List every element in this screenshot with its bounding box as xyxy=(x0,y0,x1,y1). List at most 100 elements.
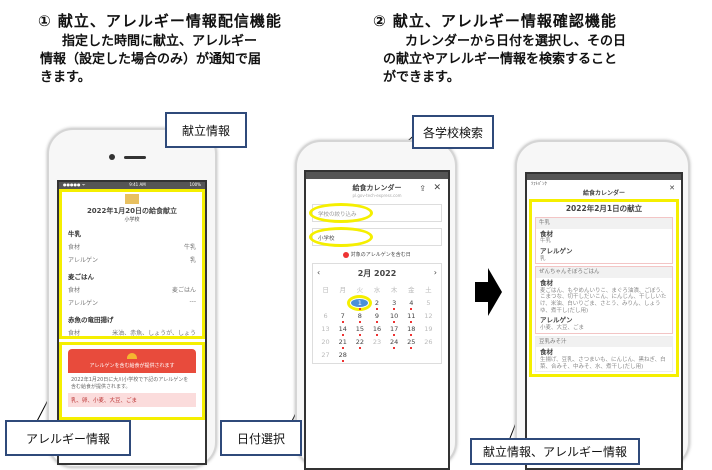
calendar-day[interactable]: 23 xyxy=(372,338,382,346)
callout-menu-allergy-info: 献立情報、アレルギー情報 xyxy=(470,438,640,465)
label: 食材 xyxy=(68,330,81,337)
calendar-day[interactable]: 19 xyxy=(424,325,433,333)
calendar-day[interactable]: 20 xyxy=(321,338,330,346)
ingredients-row: 食材 牛乳 xyxy=(62,240,202,253)
card-title: 牛乳 xyxy=(536,218,672,229)
label: アレルゲン xyxy=(540,246,573,255)
calendar-day[interactable]: 25 xyxy=(403,338,420,349)
url: pl.gov-tech-express.com xyxy=(352,193,402,198)
section2-body: カレンダーから日付を選択し、その日 の献立やアレルギー情報を検索すること ができ… xyxy=(383,33,703,87)
calendar-day[interactable]: 4 xyxy=(403,299,420,310)
calendar-day[interactable]: 17 xyxy=(386,325,403,336)
weekday-label: 火 xyxy=(356,286,364,294)
phone-2-screen: 給食カレンダー pl.gov-tech-express.com ⇪ ✕ 学校の絞… xyxy=(304,170,450,470)
card-title: 豆乳みそ汁 xyxy=(536,336,672,348)
weekday-label: 金 xyxy=(408,286,415,294)
label: 食材 xyxy=(540,278,553,287)
menu-title: 2022年1月20日の給食献立 xyxy=(86,207,178,215)
calendar-day[interactable]: 24 xyxy=(386,338,403,349)
calendar-day[interactable]: 11 xyxy=(403,312,420,323)
notice-allergens: 乳、卵、小麦、大豆、ごま xyxy=(68,393,196,407)
text-line: の献立やアレルギー情報を検索すること xyxy=(383,52,618,67)
calendar-day[interactable]: 18 xyxy=(403,325,420,336)
calendar-day[interactable]: 21 xyxy=(334,338,351,349)
callout-allergy-info: アレルギー情報 xyxy=(5,420,131,456)
menu-card: 豆乳みそ汁食材生揚げ、豆乳、さつまいも、にんじん、黒ねぎ、白菜、合みそ、中みそ、… xyxy=(535,335,673,373)
month-label: 2月 2022 xyxy=(357,269,397,278)
calendar-day[interactable]: 14 xyxy=(334,325,351,336)
calendar-day[interactable]: 6 xyxy=(323,312,328,320)
calendar-day[interactable]: 8 xyxy=(351,312,368,323)
calendar-empty xyxy=(317,299,334,307)
notice-body: 2022年1月20日に大川小学校で下記のアレルゲンを含む給食が提供されます。 xyxy=(71,377,189,390)
value: 麦ごはん xyxy=(171,287,196,294)
section1-title: ① 献立、アレルギー情報配信機能 xyxy=(38,12,282,30)
menu-card: ぜんちゃんそぼろごはん食材麦ごはん、もやめんいりこ、まぐろ油漬、ごぼう、こまつな… xyxy=(535,266,673,334)
status-bar xyxy=(306,172,448,179)
label: 食材 xyxy=(68,244,81,251)
weekday-label: 月 xyxy=(339,286,346,294)
value: --- xyxy=(189,298,197,305)
prev-month-icon[interactable]: ‹ xyxy=(317,268,321,277)
callout-date-select: 日付選択 xyxy=(220,420,302,456)
camera-icon xyxy=(109,154,115,160)
label: アレルゲン xyxy=(540,316,573,325)
weekday-label: 日 xyxy=(322,286,329,294)
carrier: ｿﾌﾄﾊﾞﾝｸ xyxy=(531,182,547,187)
label: アレルゲン xyxy=(68,257,99,264)
calendar-day[interactable]: 2 xyxy=(368,299,385,310)
notice-title: アレルゲンを含む給食が提供されます xyxy=(89,363,175,369)
arrow-icon xyxy=(475,268,502,316)
ingredients: 麦ごはん、もやめんいりこ、まぐろ油漬、ごぼう、こまつな、切干しだいこん、にんじん… xyxy=(540,287,667,314)
allergy-notification[interactable]: アレルゲンを含む給食が提供されます 2022年1月20日に大川小学校で下記のアレ… xyxy=(59,342,205,420)
calendar-day[interactable]: 3 xyxy=(386,299,403,310)
allergens-row: アレルゲン--- xyxy=(62,296,202,309)
calendar-day[interactable]: 27 xyxy=(321,351,330,359)
speaker-icon xyxy=(124,156,146,159)
menu-info-panel: 2022年1月20日の給食献立 小学校 牛乳 食材牛乳 アレルゲン乳 麦ごはん … xyxy=(59,189,205,339)
calendar-day[interactable]: 1 xyxy=(347,295,373,311)
allergens-row: アレルゲン乳 xyxy=(62,253,202,266)
calendar-day[interactable]: 9 xyxy=(368,312,385,323)
ingredients-row: 食材 麦ごはん xyxy=(62,283,202,296)
close-icon[interactable]: ✕ xyxy=(669,184,675,192)
ingredients: 生揚げ、豆乳、さつまいも、にんじん、黒ねぎ、白菜、合みそ、中みそ、水、煮干し(だ… xyxy=(540,356,666,370)
calendar-day[interactable]: 5 xyxy=(426,299,431,307)
next-month-icon[interactable]: › xyxy=(433,268,437,277)
school-select[interactable]: 小学校 xyxy=(309,227,442,247)
menu-item-name: 麦ごはん xyxy=(68,273,94,281)
phone-3-screen: ｿﾌﾄﾊﾞﾝｸ 給食カレンダー ✕ 2022年2月1日の献立 牛乳食材牛乳アレル… xyxy=(525,172,683,470)
calendar-day[interactable]: 15 xyxy=(351,325,368,336)
calendar-day[interactable]: 10 xyxy=(386,312,403,323)
text-line: カレンダーから日付を選択し、その日 xyxy=(405,34,627,49)
calendar-day[interactable]: 22 xyxy=(351,338,368,349)
menu-item-name: 牛乳 xyxy=(68,230,81,238)
close-icon[interactable]: ✕ xyxy=(433,183,441,193)
section1-body: 指定した時間に献立、アレルギー 情報（設定した場合のみ）が通知で届 きます。 xyxy=(40,33,300,87)
text-line: 情報（設定した場合のみ）が通知で届 xyxy=(40,52,262,67)
calendar-day[interactable]: 26 xyxy=(424,338,433,346)
callout-menu-info: 献立情報 xyxy=(165,112,247,148)
calendar-day[interactable]: 7 xyxy=(334,312,351,323)
label: 食材 xyxy=(540,348,553,357)
calendar-day[interactable]: 16 xyxy=(368,325,385,336)
label: 食材 xyxy=(68,287,81,294)
calendar-day[interactable]: 12 xyxy=(424,312,433,320)
battery: 100% xyxy=(189,182,201,187)
weekday-label: 水 xyxy=(373,286,381,294)
calendar-day[interactable]: 28 xyxy=(334,351,351,362)
logo-icon xyxy=(125,194,139,204)
menu-item-name: 赤魚の竜田揚げ xyxy=(68,316,114,324)
text-line: ができます。 xyxy=(383,70,460,85)
highlight xyxy=(309,227,373,247)
value: 牛乳 xyxy=(183,244,196,251)
share-icon[interactable]: ⇪ xyxy=(419,184,426,193)
school-filter-input[interactable]: 学校の絞り込み xyxy=(309,203,442,223)
status-bar xyxy=(527,174,681,180)
calendar-empty xyxy=(334,299,351,307)
calendar-day[interactable]: 13 xyxy=(321,325,330,333)
